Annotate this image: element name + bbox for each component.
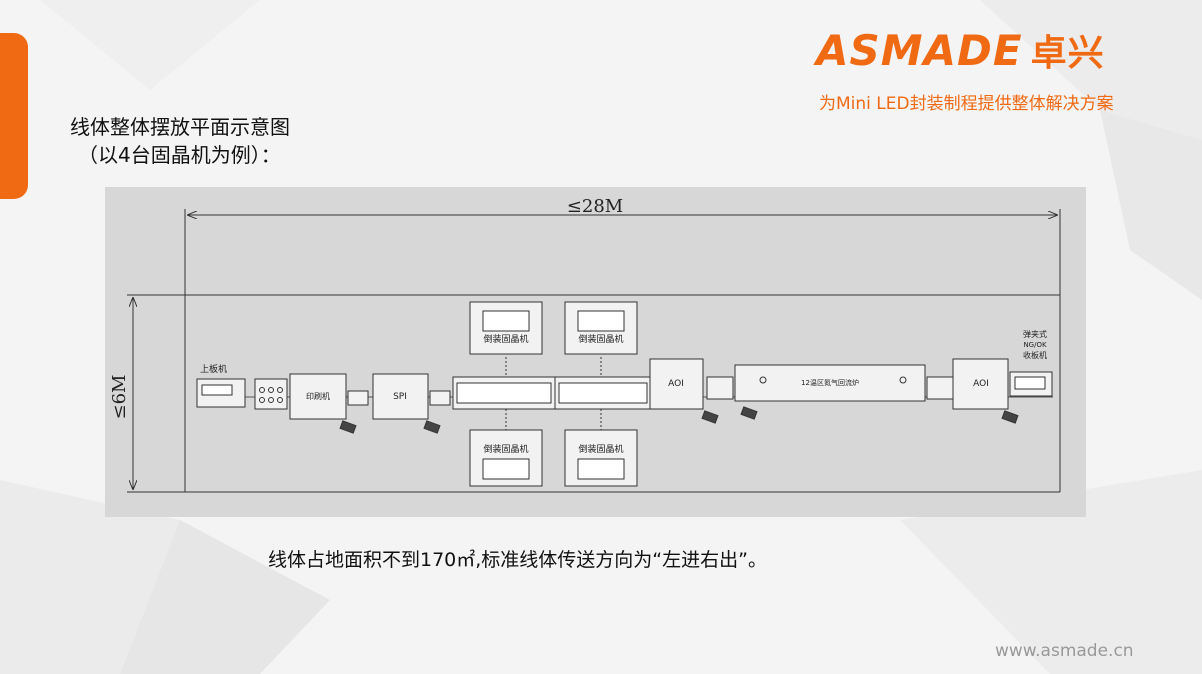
logo-text: ASMADE — [816, 26, 1023, 75]
aoi-2-label: AOI — [973, 379, 989, 389]
spi-label: SPI — [393, 392, 407, 402]
layout-svg: ≤28M ≤6M 上板机 印刷机 — [109, 196, 1061, 493]
unloader-machine: 弹夹式 NG/OK 收板机 — [1009, 329, 1053, 397]
die-bonder-top-2-label: 倒装固晶机 — [578, 333, 623, 345]
slide-subtitle: （以4台固晶机为例）： — [78, 143, 281, 167]
die-bonder-bottom-2-label: 倒装固晶机 — [578, 443, 623, 455]
tagline: 为Mini LED封装制程提供整体解决方案 — [819, 94, 1114, 114]
die-bonder-top-1-label: 倒装固晶机 — [483, 333, 528, 345]
die-bonder-bottom-1-label: 倒装固晶机 — [483, 443, 528, 455]
loader-label: 上板机 — [200, 363, 227, 375]
width-dimension: ≤6M — [109, 294, 1060, 493]
length-dimension: ≤28M — [184, 196, 1061, 492]
reflow-oven-label: 12温区氮气回流炉 — [801, 378, 859, 387]
aoi-1-label: AOI — [668, 379, 684, 389]
reflow-oven-machine: 12温区氮气回流炉 — [734, 364, 926, 420]
aoi-1-machine: AOI — [649, 358, 734, 424]
bonder-cluster-2: 倒装固晶机 倒装固晶机 — [554, 301, 652, 487]
line-layout-diagram: ≤28M ≤6M 上板机 印刷机 — [105, 187, 1086, 517]
caption: 线体占地面积不到170㎡,标准线体传送方向为“左进右出”。 — [268, 549, 767, 571]
loader-machine: 上板机 — [196, 363, 288, 410]
website-url: www.asmade.cn — [995, 641, 1134, 661]
width-label: ≤6M — [109, 375, 130, 420]
printer-label: 印刷机 — [306, 391, 330, 401]
unloader-label-1: 弹夹式 — [1023, 329, 1047, 339]
spi-machine: SPI — [372, 373, 451, 434]
accent-tab — [0, 33, 28, 199]
slide-title: 线体整体摆放平面示意图 — [70, 115, 290, 139]
length-label: ≤28M — [567, 196, 623, 217]
unloader-label-3: 收板机 — [1023, 350, 1047, 360]
printer-machine: 印刷机 — [289, 373, 369, 434]
bonder-cluster-1: 倒装固晶机 倒装固晶机 — [452, 301, 556, 487]
aoi-2-machine: AOI — [926, 358, 1019, 424]
unloader-label-2: NG/OK — [1023, 341, 1047, 349]
logo-cn: 卓兴 — [1030, 33, 1105, 74]
